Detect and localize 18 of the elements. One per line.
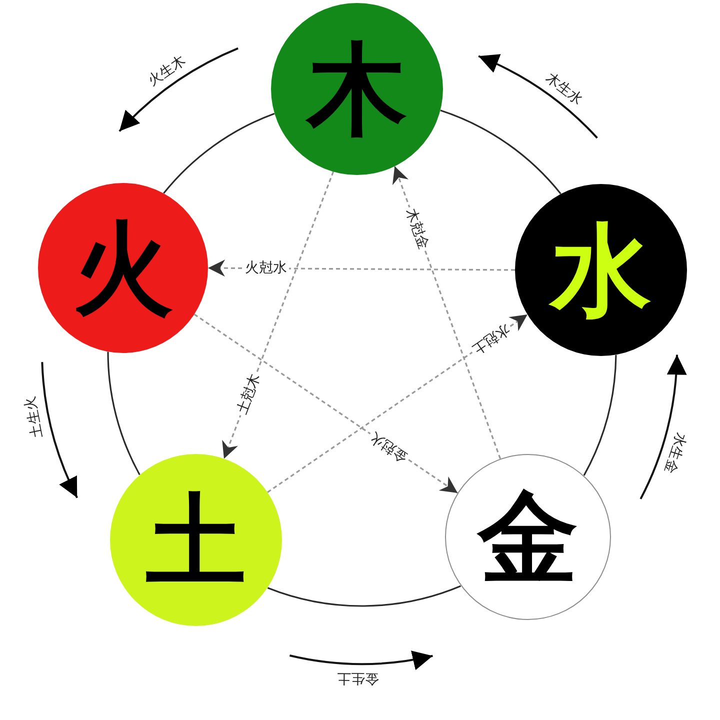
character-label: 水 [551, 220, 651, 320]
circle-arc [163, 112, 275, 194]
dashed-arrow [267, 314, 528, 493]
character-label: 木 [307, 39, 407, 139]
circle-arc [107, 352, 140, 476]
character-label: 金 [478, 487, 578, 587]
arrow-label: 木生水 [543, 70, 586, 107]
circle-arc [267, 585, 462, 607]
character-label: 土 [146, 490, 246, 590]
character-label: 火 [73, 218, 173, 318]
arrow-label: 火生木 [146, 53, 189, 89]
arrow-label: 水生金 [662, 430, 688, 476]
circle-arc [583, 354, 617, 476]
circle-arc [440, 110, 562, 194]
arrow-label: 金生土 [336, 670, 380, 686]
edge-label: 火尅水 [243, 260, 290, 277]
dashed-arrow [194, 314, 458, 494]
arrow-label: 土生火 [24, 395, 46, 440]
